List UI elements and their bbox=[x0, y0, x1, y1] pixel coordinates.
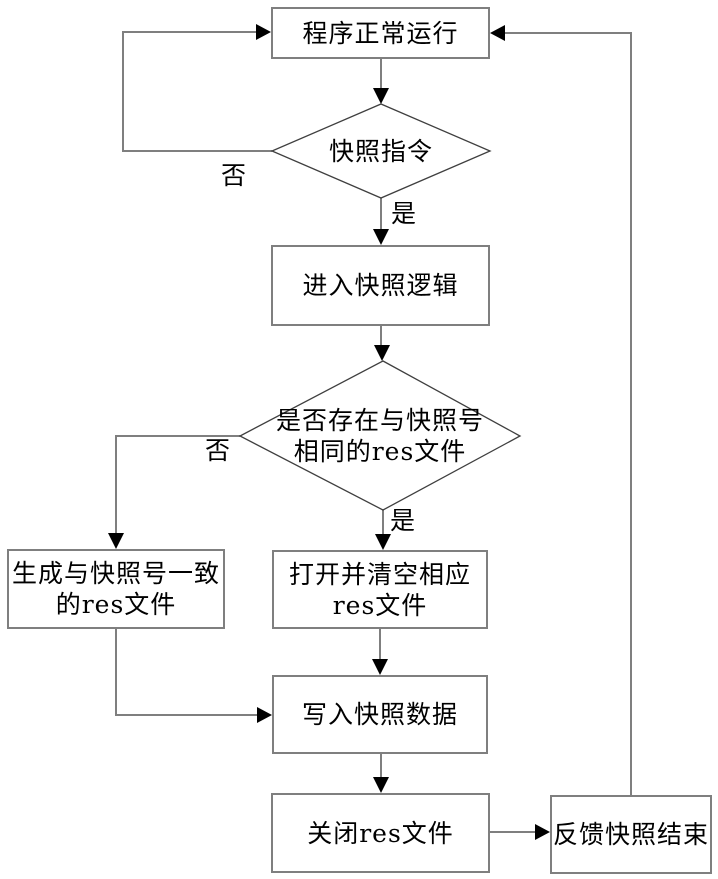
node-write-snapshot-data: 写入快照数据 bbox=[272, 675, 488, 754]
node-open-clear-res-file-line1: 打开并清空相应 bbox=[288, 559, 471, 589]
edge-feedback-loop bbox=[505, 32, 632, 795]
node-create-res-file: 生成与快照号一致 的res文件 bbox=[7, 549, 225, 629]
arrowhead-into-create bbox=[108, 533, 124, 549]
decision-snapshot-command-text: 快照指令 bbox=[328, 137, 433, 166]
node-feedback-snapshot-end-label: 反馈快照结束 bbox=[552, 820, 709, 849]
branch-label-exist-yes: 是 bbox=[390, 506, 416, 535]
arrowhead-into-cmd bbox=[373, 88, 389, 104]
arrowhead-into-exist bbox=[374, 345, 390, 361]
node-write-snapshot-data-label: 写入快照数据 bbox=[301, 700, 458, 729]
decision-res-file-exists-line2: 相同的res文件 bbox=[293, 437, 467, 466]
node-feedback-snapshot-end: 反馈快照结束 bbox=[550, 795, 712, 874]
arrowhead-into-enter bbox=[373, 229, 389, 245]
arrowhead-no-into-run bbox=[256, 24, 271, 40]
arrowhead-into-open bbox=[375, 534, 391, 550]
arrowhead-open-into-write bbox=[372, 659, 388, 675]
arrowhead-feedback-into-run bbox=[490, 25, 505, 41]
branch-label-cmd-no: 否 bbox=[221, 161, 247, 190]
node-enter-snapshot-logic: 进入快照逻辑 bbox=[271, 245, 490, 326]
node-program-running: 程序正常运行 bbox=[271, 7, 490, 59]
node-create-res-file-line1: 生成与快照号一致 bbox=[11, 559, 220, 588]
node-create-res-file-line2: 的res文件 bbox=[55, 590, 177, 619]
edge-exist-no-to-create bbox=[115, 435, 240, 535]
arrowhead-create-into-write bbox=[257, 707, 272, 723]
node-open-clear-res-file-line2: res文件 bbox=[332, 590, 428, 620]
decision-snapshot-command bbox=[270, 103, 492, 199]
decision-res-file-exists-line1: 是否存在与快照号 bbox=[275, 406, 484, 435]
decision-res-file-exists bbox=[238, 360, 522, 511]
node-close-res-file: 关闭res文件 bbox=[271, 793, 490, 873]
node-open-clear-res-file: 打开并清空相应 res文件 bbox=[272, 550, 488, 629]
edge-cmd-no-loop bbox=[122, 31, 272, 152]
branch-label-exist-no: 否 bbox=[205, 436, 231, 465]
node-close-res-file-label: 关闭res文件 bbox=[307, 818, 454, 848]
branch-label-cmd-yes: 是 bbox=[391, 199, 417, 228]
decision-snapshot-command-label: 快照指令 bbox=[272, 136, 490, 167]
decision-res-file-exists-label: 是否存在与快照号 相同的res文件 bbox=[240, 405, 520, 467]
node-enter-snapshot-logic-label: 进入快照逻辑 bbox=[302, 271, 459, 300]
arrowhead-into-close bbox=[373, 777, 389, 793]
node-program-running-label: 程序正常运行 bbox=[302, 18, 459, 48]
arrowhead-into-feedback bbox=[535, 824, 550, 840]
edge-create-to-write bbox=[115, 629, 257, 716]
